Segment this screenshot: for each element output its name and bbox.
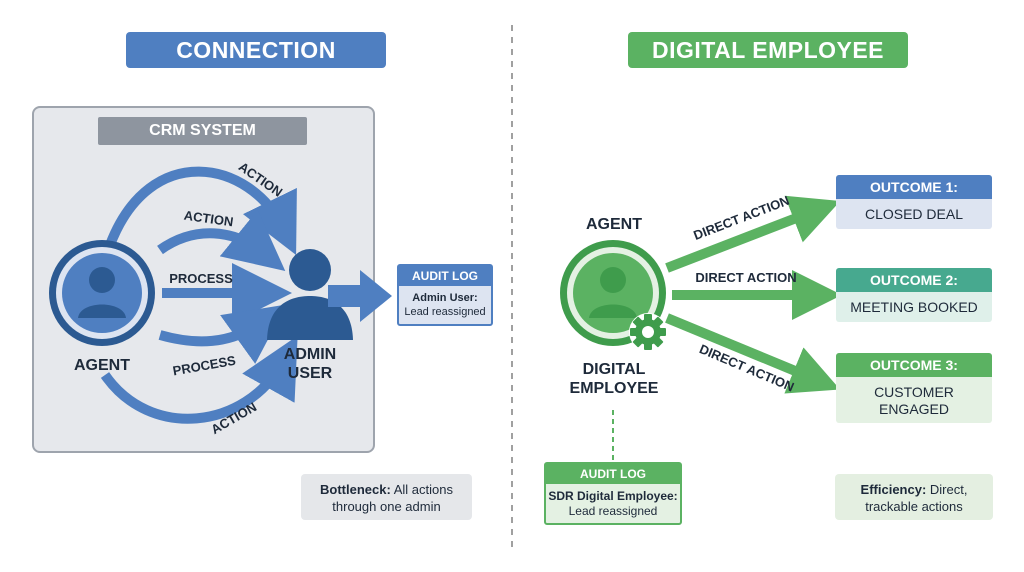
efficiency-note: Efficiency: Direct, trackable actions (835, 474, 993, 520)
bottleneck-note-bold: Bottleneck: (320, 482, 391, 497)
audit-log-line1: Admin User: (412, 292, 478, 304)
admin-label-line2: USER (287, 365, 333, 382)
admin-label-line1: ADMIN (283, 346, 337, 363)
outcome-2-line1: MEETING BOOKED (850, 299, 978, 315)
outcome-card-1: OUTCOME 1: CLOSED DEAL (836, 175, 992, 229)
outcome-1-title: OUTCOME 1: (836, 175, 992, 199)
admin-to-audit-arrow (328, 270, 392, 322)
outcome-3-line2: ENGAGED (878, 401, 949, 417)
bottleneck-note-rest: All actions (390, 482, 453, 497)
action-arrow-upper (157, 209, 286, 271)
agent-label: AGENT (74, 357, 130, 374)
outcome-card-3: OUTCOME 3: CUSTOMER ENGAGED (836, 353, 992, 423)
bottleneck-note-line2: through one admin (332, 499, 441, 514)
process-arrow-lower (158, 304, 287, 364)
outcome-3-line1: CUSTOMER (874, 384, 954, 400)
digital-employee-title: DIGITAL EMPLOYEE (628, 32, 908, 68)
outcome-card-2: OUTCOME 2: MEETING BOOKED (836, 268, 992, 322)
audit-log-line2: Lead reassigned (404, 306, 486, 318)
connection-title: CONNECTION (126, 32, 386, 68)
action-arrow-top (105, 166, 297, 255)
digital-audit-log-line2: Lead reassigned (568, 504, 658, 518)
gear-icon (629, 313, 667, 351)
digital-audit-log: AUDIT LOG SDR Digital Employee: Lead rea… (544, 462, 682, 525)
direct-action-arrow-3 (665, 313, 841, 394)
digital-employee-diagram: DIRECT ACTION DIRECT ACTION DIRECT ACTIO… (560, 193, 842, 462)
agent-avatar-icon (49, 240, 155, 346)
digital-audit-log-line1: SDR Digital Employee: (548, 489, 678, 503)
outcome-1-line1: CLOSED DEAL (864, 206, 964, 222)
efficiency-note-bold: Efficiency: (860, 482, 927, 497)
digital-employee-label-line2: EMPLOYEE (569, 380, 659, 397)
arrow-label-process-2: PROCESS (172, 353, 238, 379)
bottleneck-note: Bottleneck: All actions through one admi… (301, 474, 472, 520)
connection-audit-log: AUDIT LOG Admin User: Lead reassigned (397, 264, 493, 326)
arrow-label-action-2: ACTION (183, 208, 234, 230)
digital-agent-label: AGENT (586, 216, 642, 233)
crm-system-label: CRM SYSTEM (98, 117, 307, 145)
direct-action-label-2: DIRECT ACTION (695, 270, 796, 285)
connection-diagram: ACTION ACTION PROCESS PROCESS ACTION (49, 159, 392, 437)
digital-employee-label: DIGITAL EMPLOYEE (553, 360, 675, 398)
action-arrow-bottom (100, 335, 298, 424)
outcome-3-body: CUSTOMER ENGAGED (836, 377, 992, 423)
outcome-2-body: MEETING BOOKED (836, 292, 992, 322)
direct-action-arrow-1 (665, 195, 841, 273)
digital-audit-log-title: AUDIT LOG (546, 464, 680, 484)
audit-log-title: AUDIT LOG (399, 266, 491, 286)
efficiency-note-rest: Direct, (926, 482, 968, 497)
outcome-2-title: OUTCOME 2: (836, 268, 992, 292)
admin-user-label: ADMIN USER (268, 345, 352, 383)
digital-employee-label-line1: DIGITAL (582, 361, 646, 378)
arrow-label-process-1: PROCESS (169, 271, 233, 286)
outcome-3-title: OUTCOME 3: (836, 353, 992, 377)
efficiency-note-line2: trackable actions (865, 499, 963, 514)
outcome-1-body: CLOSED DEAL (836, 199, 992, 229)
